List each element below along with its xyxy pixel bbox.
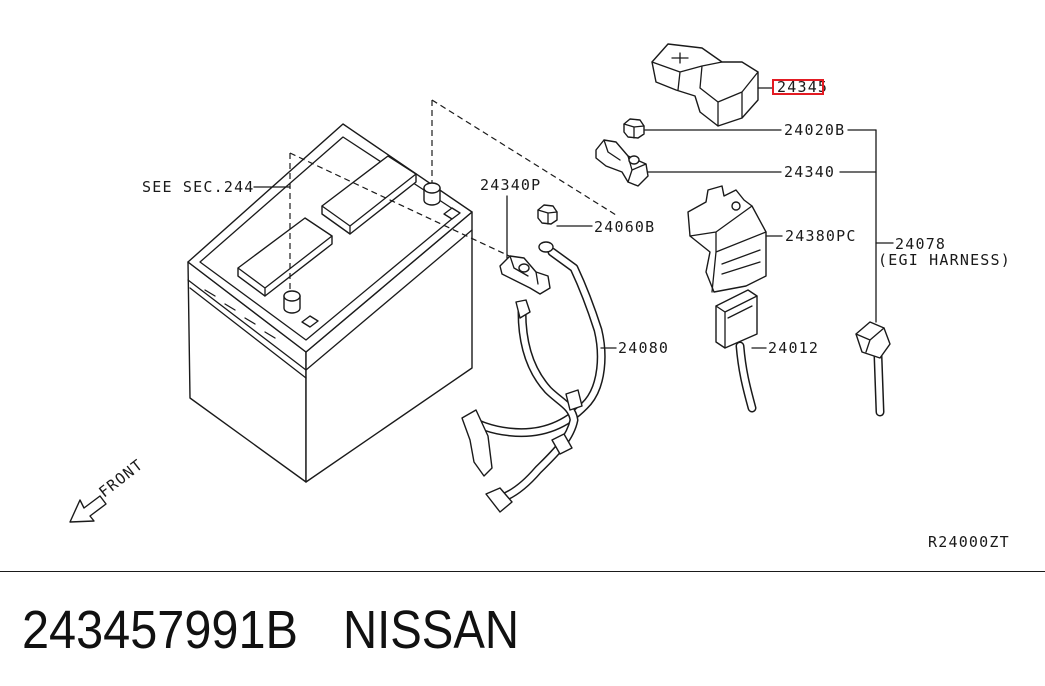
nut-24020b-top xyxy=(623,123,645,139)
label-24078[interactable]: 24078 xyxy=(895,235,946,253)
battery xyxy=(187,123,473,483)
label-24340p[interactable]: 24340P xyxy=(480,176,541,194)
drawing-code: R24000ZT xyxy=(928,533,1010,551)
battery-lid-band xyxy=(187,229,473,371)
footer: 243457991B NISSAN xyxy=(22,600,519,660)
terminal-cover-edges xyxy=(651,61,759,127)
front-indicator: FRONT xyxy=(69,455,147,523)
cable-ring-terminal-lower xyxy=(515,299,531,319)
cable-main-inner xyxy=(467,249,605,436)
clamp-24340p-detail xyxy=(509,255,539,285)
cable-bracket xyxy=(461,409,493,477)
brand-name: NISSAN xyxy=(343,600,519,660)
label-24060b[interactable]: 24060B xyxy=(594,218,655,236)
battery-negative-post-top xyxy=(283,290,301,302)
cable-end-lug xyxy=(485,487,513,513)
label-24380pc[interactable]: 24380PC xyxy=(785,227,857,245)
leader-lines xyxy=(253,87,894,349)
part-number: 243457991B xyxy=(22,600,298,660)
dash-negative-diagonal xyxy=(289,152,523,263)
connector-24012-face xyxy=(715,295,758,349)
label-24080[interactable]: 24080 xyxy=(618,339,669,357)
connector-24078 xyxy=(855,321,891,417)
part-labels: 24345 24020B 24340 SEE SEC.244 24340P 24… xyxy=(142,78,1011,551)
label-24345[interactable]: 24345 xyxy=(777,78,828,96)
cable-branch-inner xyxy=(493,309,577,503)
front-arrow-icon xyxy=(69,495,107,523)
battery-positive-marker xyxy=(443,207,461,220)
cable-ring-terminal-top xyxy=(538,241,554,253)
harness-wire-inner xyxy=(875,353,883,415)
battery-vents xyxy=(204,289,276,339)
connector-24012 xyxy=(715,289,758,413)
clamp-24340p-bolt xyxy=(518,263,530,273)
label-see-sec[interactable]: SEE SEC.244 xyxy=(142,178,255,196)
battery-negative-marker xyxy=(301,315,319,328)
cable-ground-lug xyxy=(551,433,573,455)
bracket-hole xyxy=(731,201,741,211)
label-24012[interactable]: 24012 xyxy=(768,339,819,357)
battery-vent-cap-rear-top xyxy=(321,173,417,235)
bracket-detail xyxy=(689,205,767,293)
highlight-box xyxy=(772,79,824,95)
terminal-clamp-body xyxy=(595,139,649,187)
connector-24078-face xyxy=(855,327,885,353)
plus-icon xyxy=(671,52,689,64)
dashed-reference-lines xyxy=(289,99,617,291)
nut-24020b xyxy=(623,118,645,139)
label-24340[interactable]: 24340 xyxy=(784,163,835,181)
connector-24012-body xyxy=(715,289,758,349)
label-egi-harness: (EGI HARNESS) xyxy=(878,251,1011,269)
nut-24060b xyxy=(537,204,558,225)
battery-vent-cap-front-top xyxy=(237,235,333,297)
label-front: FRONT xyxy=(95,455,146,501)
connector-24012-wire-inner xyxy=(737,343,755,411)
cable-assembly-24080 xyxy=(461,241,606,513)
connector-24078-body xyxy=(855,321,891,359)
battery-lid-band-2 xyxy=(189,287,307,379)
terminal-clamp-24340p xyxy=(499,255,551,295)
bracket-24380pc xyxy=(687,185,767,293)
terminal-cover-24345 xyxy=(651,43,759,127)
cable-clip xyxy=(565,389,583,411)
bracket-body xyxy=(687,185,767,293)
terminal-cover-body xyxy=(651,43,759,127)
nut-24060b-top xyxy=(537,209,558,225)
terminal-clamp-bolt xyxy=(628,155,640,165)
terminal-clamp-24340 xyxy=(595,139,649,187)
dash-positive-diagonal xyxy=(431,99,617,216)
battery-positive-post-top xyxy=(423,182,441,194)
label-24020b[interactable]: 24020B xyxy=(784,121,845,139)
